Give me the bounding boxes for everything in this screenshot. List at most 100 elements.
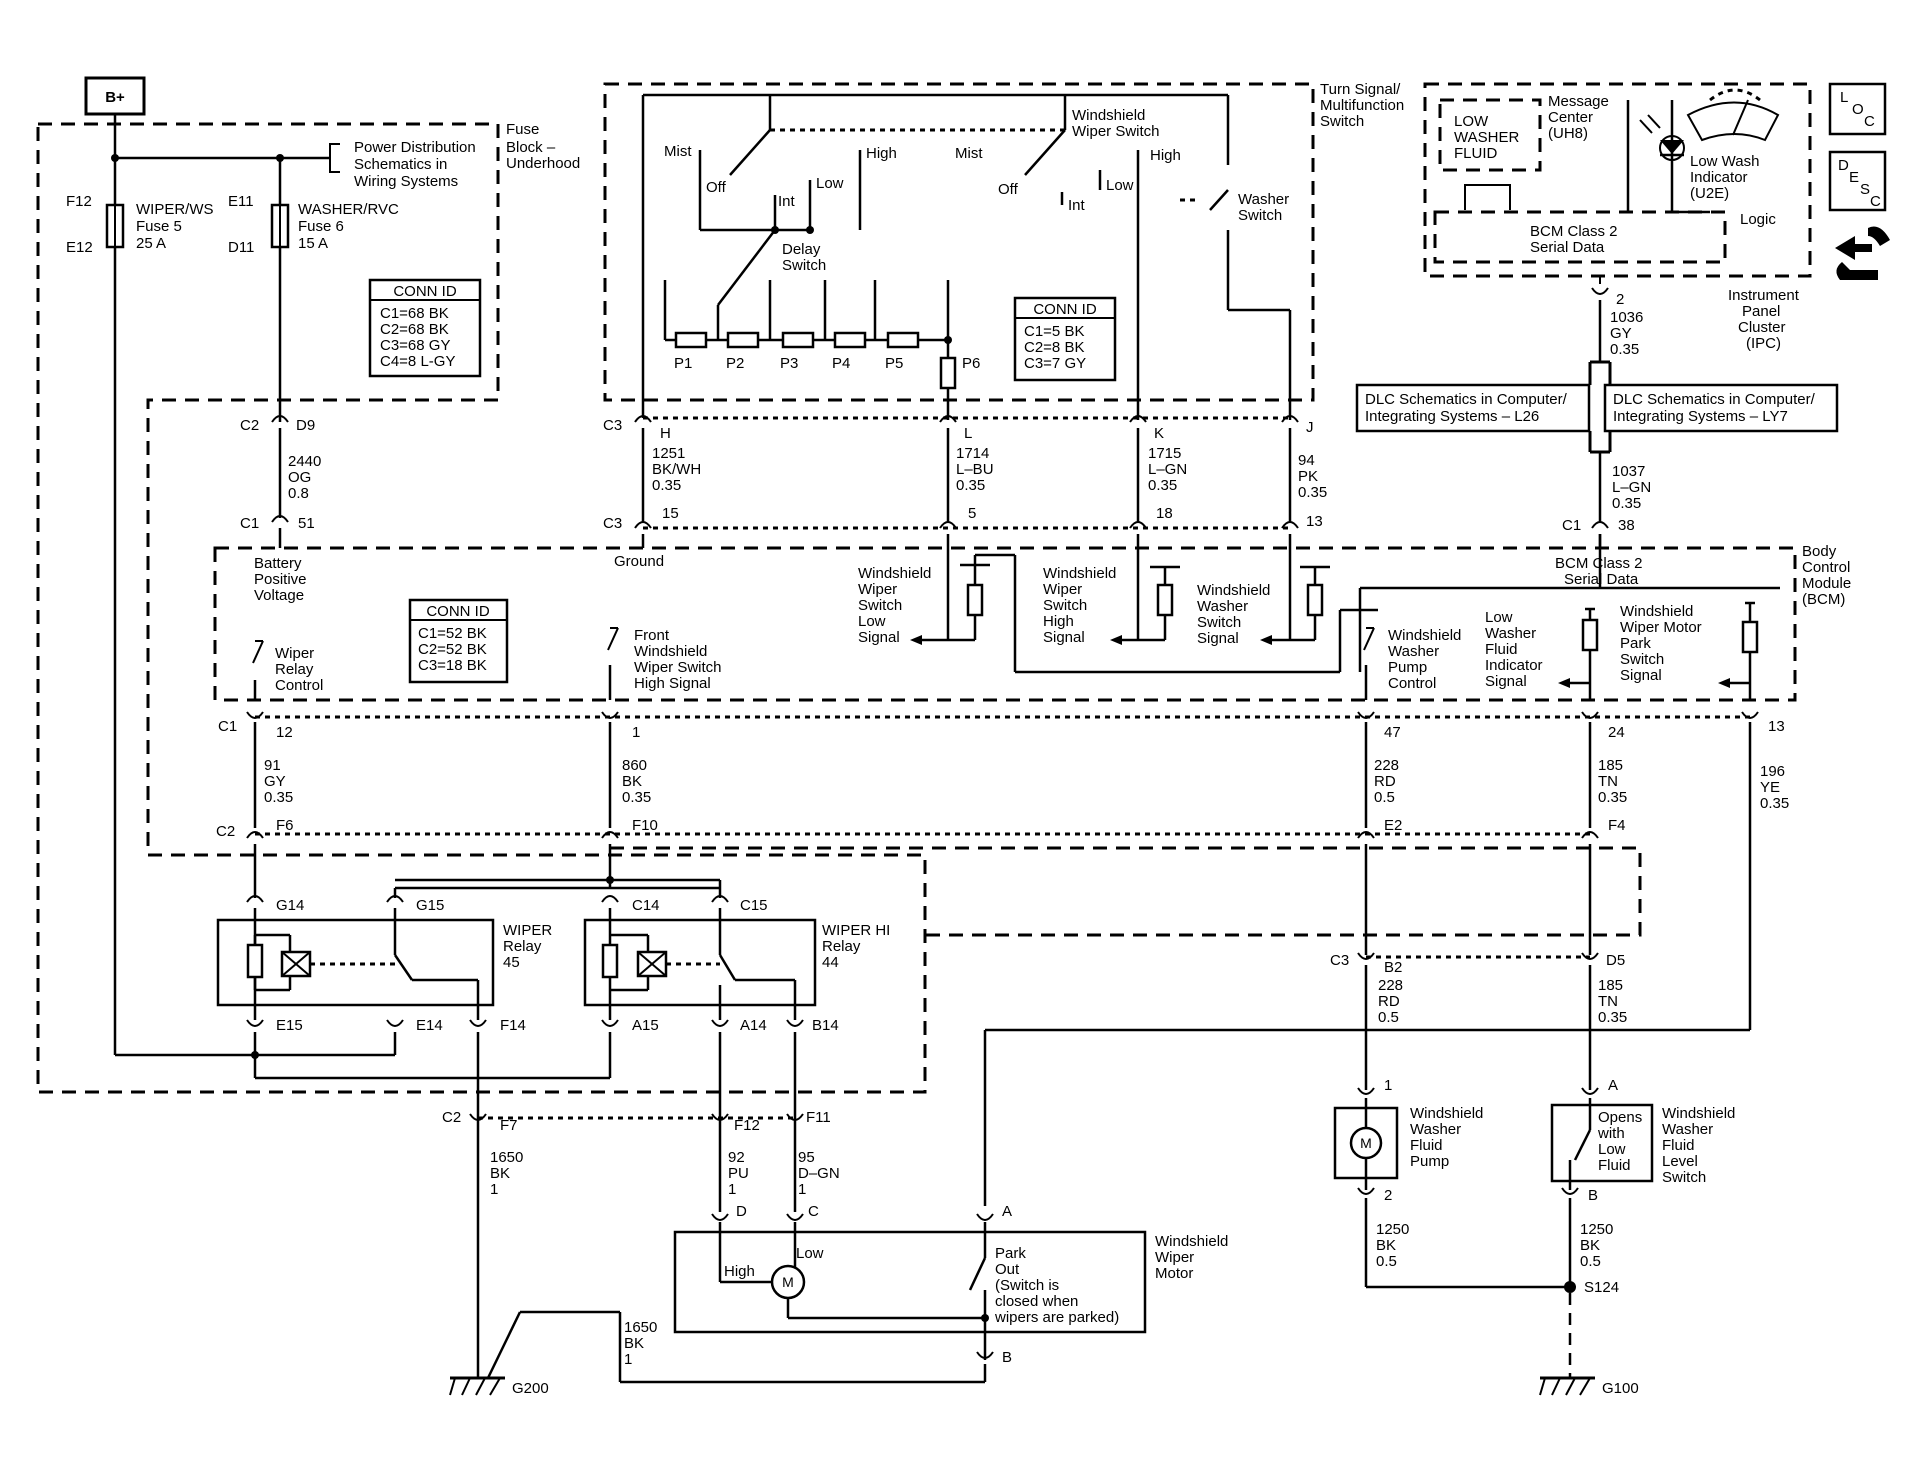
svg-text:S124: S124 [1584, 1279, 1619, 1296]
svg-text:C3=7 GY: C3=7 GY [1024, 355, 1086, 372]
svg-text:C3=18 BK: C3=18 BK [418, 657, 487, 674]
svg-text:C2: C2 [240, 417, 259, 434]
fuse-6-wire: C2 D9 2440 OG 0.8 C1 51 [240, 415, 321, 548]
navigation-arrows-icon[interactable] [1835, 226, 1890, 281]
bcm-conn-id: CONN ID C1=52 BK C2=52 BK C3=18 BK [408, 598, 509, 684]
svg-text:Mist: Mist [955, 145, 983, 162]
svg-text:C2: C2 [442, 1109, 461, 1126]
svg-text:1: 1 [1384, 1077, 1392, 1094]
svg-text:2: 2 [1616, 291, 1624, 308]
desc-icon[interactable]: D E S C [1828, 150, 1887, 212]
svg-text:CONN ID: CONN ID [426, 603, 490, 620]
svg-text:C1: C1 [240, 515, 259, 532]
front-high-signal: Front Windshield Wiper Switch High Signa… [607, 627, 726, 700]
svg-text:Int: Int [778, 193, 796, 210]
svg-text:C1: C1 [218, 718, 237, 735]
svg-text:C2=52 BK: C2=52 BK [418, 641, 487, 658]
ground-g200: G200 [449, 1376, 549, 1397]
svg-text:38: 38 [1618, 517, 1635, 534]
multifunction-switch-title: Turn Signal/ Multifunction Switch [1320, 81, 1408, 130]
fuse-block-title: Fuse Block – Underhood [506, 121, 580, 172]
instrument-panel-cluster: LOW WASHER FLUID Message Center (UH8) BC… [1423, 82, 1812, 385]
svg-text:Logic: Logic [1740, 211, 1776, 228]
svg-text:P4: P4 [832, 355, 850, 372]
washer-switch-label: Washer Switch [1238, 191, 1293, 224]
svg-text:C1=52 BK: C1=52 BK [418, 625, 487, 642]
wiper-relay-control: Wiper Relay Control [252, 640, 323, 700]
svg-text:P1: P1 [674, 355, 692, 372]
svg-text:Off: Off [998, 181, 1019, 198]
ipc-serial-label: BCM Class 2 Serial Data [1530, 223, 1622, 256]
svg-text:D9: D9 [296, 417, 315, 434]
dlc-reference-l26: DLC Schematics in Computer/ Integrating … [1355, 383, 1591, 433]
front-high-signal-label: Front Windshield Wiper Switch High Signa… [634, 627, 726, 692]
ws-high-signal-label: Windshield Wiper Switch High Signal [1043, 565, 1121, 646]
wiper-switch-title: Windshield Wiper Switch [1072, 107, 1160, 140]
svg-text:High: High [1150, 147, 1181, 164]
washer-pump-control: Windshield Washer Pump Control [1363, 627, 1466, 700]
svg-text:P3: P3 [780, 355, 798, 372]
svg-text:Low: Low [816, 175, 844, 192]
svg-text:51: 51 [298, 515, 315, 532]
svg-text:A: A [1608, 1077, 1618, 1094]
svg-text:18: 18 [1156, 505, 1173, 522]
fuse-block-conn-id: CONN ID C1=68 BK C2=68 BK C3=68 GY C4=8 … [368, 278, 482, 378]
message-center-label: Message Center (UH8) [1548, 93, 1613, 142]
svg-text:C3: C3 [603, 515, 622, 532]
ground-g100: G100 [1539, 1376, 1639, 1397]
svg-text:High: High [724, 1263, 755, 1280]
washer-pump-control-label: Windshield Washer Pump Control [1388, 627, 1466, 692]
level-switch-title: Windshield Washer Fluid Level Switch [1662, 1105, 1740, 1186]
fuse-5-label: WIPER/WS Fuse 5 25 A [136, 201, 218, 252]
svg-text:CONN ID: CONN ID [1033, 301, 1097, 318]
washer-level-switch: A Opens with Low Fluid Windshield Washer… [1550, 1077, 1740, 1378]
svg-text:F4: F4 [1608, 817, 1626, 834]
delay-switch-label: Delay Switch [782, 241, 826, 274]
svg-text:E: E [1849, 169, 1859, 186]
svg-text:F10: F10 [632, 817, 658, 834]
multifunction-switch: Turn Signal/ Multifunction Switch Windsh… [603, 81, 1408, 420]
svg-text:E15: E15 [276, 1017, 303, 1034]
wiper-relay-control-label: Wiper Relay Control [275, 645, 323, 694]
fuse-6-label: WASHER/RVC Fuse 6 15 A [298, 201, 403, 252]
wiper-motor: D C A M High Low Park Out (Switch is clo… [486, 1028, 1750, 1384]
svg-text:C2=8 BK: C2=8 BK [1024, 339, 1084, 356]
svg-text:C1: C1 [1562, 517, 1581, 534]
svg-text:A15: A15 [632, 1017, 659, 1034]
svg-text:2: 2 [1384, 1187, 1392, 1204]
ws-low-signal-label: Windshield Wiper Switch Low Signal [858, 565, 936, 646]
svg-text:G100: G100 [1602, 1380, 1639, 1397]
svg-text:F11: F11 [806, 1109, 831, 1126]
svg-text:Off: Off [706, 179, 727, 196]
svg-text:B2: B2 [1384, 959, 1402, 976]
park-switch-label: Park Out (Switch is closed when wipers a… [994, 1245, 1119, 1326]
svg-text:F14: F14 [500, 1017, 526, 1034]
ground-label: Ground [614, 553, 664, 570]
svg-text:C1=5 BK: C1=5 BK [1024, 323, 1084, 340]
svg-text:C: C [1870, 193, 1881, 210]
svg-text:Int: Int [1068, 197, 1086, 214]
svg-text:J: J [1306, 419, 1314, 436]
svg-text:G14: G14 [276, 897, 304, 914]
loc-icon[interactable]: L O C [1828, 82, 1887, 136]
svg-text:P6: P6 [962, 355, 980, 372]
svg-text:P5: P5 [885, 355, 903, 372]
svg-text:13: 13 [1306, 513, 1323, 530]
wiper-hi-relay-title: WIPER HI Relay 44 [822, 922, 895, 971]
svg-text:D11: D11 [228, 239, 254, 256]
svg-text:DLC Schematics in Computer/: DLC Schematics in Computer/ [1613, 391, 1816, 408]
svg-text:B: B [1002, 1349, 1012, 1366]
